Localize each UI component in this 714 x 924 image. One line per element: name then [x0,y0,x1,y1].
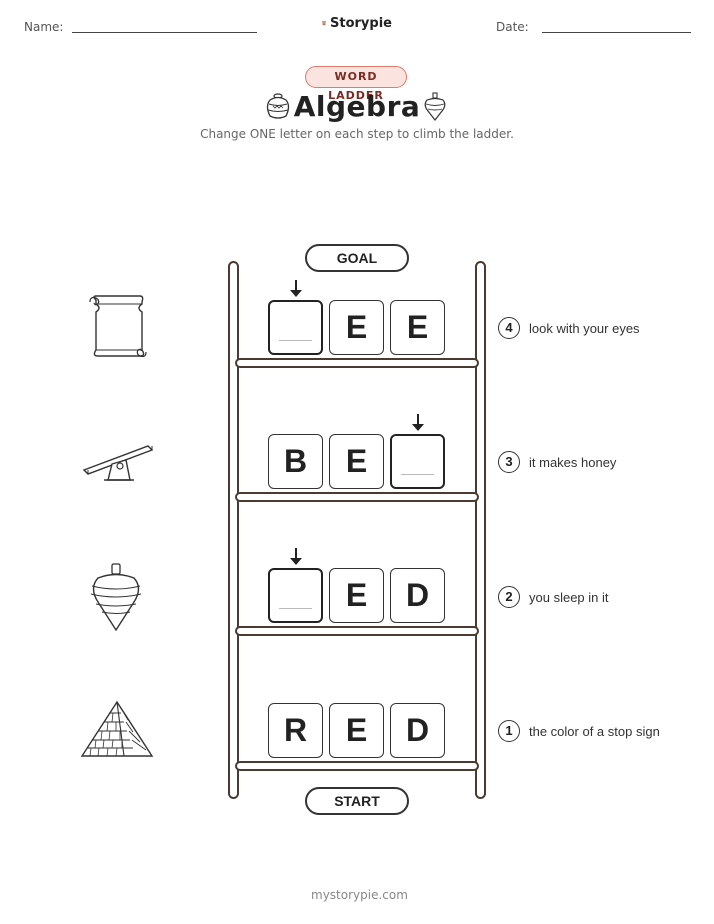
letter-tile: E [390,300,445,355]
letter-tile: R [268,703,323,758]
step-number: 4 [498,317,520,339]
arrow-down-icon [290,280,302,297]
letter-tile: E [329,434,384,489]
bear-logo-icon [322,20,326,26]
letter-tile: E [329,568,384,623]
clue-text: the color of a stop sign [529,723,660,739]
worksheet-type-badge: WORD LADDER [305,66,407,102]
clue-row: 4 look with your eyes [498,317,640,339]
letter-tile-blank[interactable] [268,300,323,355]
pyramid-icon [80,700,154,757]
brand-logo: Storypie [322,12,392,34]
letter-tile: B [268,434,323,489]
letter-tile-blank[interactable] [268,568,323,623]
clue-row: 3 it makes honey [498,451,616,473]
clue-row: 2 you sleep in it [498,586,609,608]
step-number: 1 [498,720,520,742]
letter-tile: D [390,703,445,758]
spinning-top-small-icon [424,92,446,121]
footer: mystorypie.com [307,884,408,906]
scroll-icon [89,295,147,358]
letter-tile: E [329,300,384,355]
clue-text: look with your eyes [529,320,640,336]
step-number: 2 [498,586,520,608]
date-line[interactable] [542,32,691,33]
clue-text: you sleep in it [529,589,609,605]
clue-text: it makes honey [529,454,617,470]
letter-tile: E [329,703,384,758]
seesaw-icon [82,445,154,481]
goal-label: GOAL [305,244,409,272]
date-label: Date: [496,20,529,34]
page-title: Algebra [293,90,421,123]
pot-icon [266,93,290,119]
name-label: Name: [24,20,64,34]
brand-name: Storypie [330,15,392,31]
instructions: Change ONE letter on each step to climb … [200,127,514,141]
start-label: START [305,787,409,815]
name-line[interactable] [72,32,257,33]
arrow-down-icon [412,414,424,431]
footer-site-link[interactable]: mystorypie.com [311,888,408,902]
step-number: 3 [498,451,520,473]
arrow-down-icon [290,548,302,565]
spinning-top-icon [90,563,142,632]
clue-row: 1 the color of a stop sign [498,720,660,742]
letter-tile-blank[interactable] [390,434,445,489]
letter-tile: D [390,568,445,623]
